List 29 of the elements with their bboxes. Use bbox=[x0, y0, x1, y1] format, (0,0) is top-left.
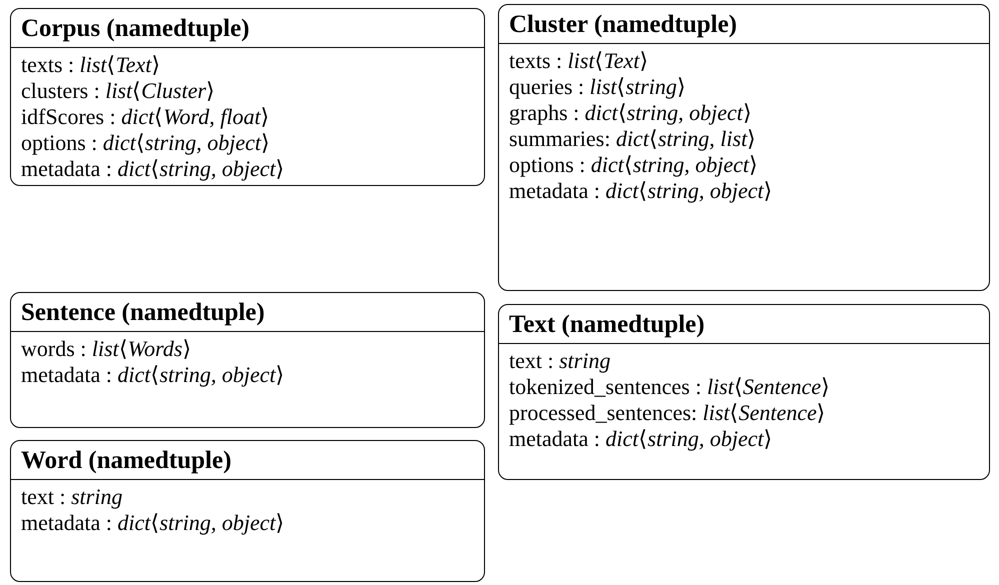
attribute-text: metadata : dict⟨string, object⟩ bbox=[509, 178, 774, 204]
class-name: Text (namedtuple) bbox=[499, 305, 989, 344]
attribute-text: summaries: dict⟨string, list⟩ bbox=[509, 126, 758, 152]
attribute-text: options : dict⟨string, object⟩ bbox=[21, 130, 272, 156]
class-box bbox=[10, 8, 485, 186]
attribute-text: queries : list⟨string⟩ bbox=[509, 74, 687, 100]
attribute-text: text : string bbox=[21, 484, 124, 510]
attribute-text: metadata : dict⟨string, object⟩ bbox=[21, 510, 286, 536]
attribute-text: text : string bbox=[509, 348, 612, 374]
attribute-text: processed_sentences: list⟨Sentence⟩ bbox=[509, 400, 827, 426]
class-name: Sentence (namedtuple) bbox=[11, 293, 484, 332]
attribute-text: metadata : dict⟨string, object⟩ bbox=[509, 426, 774, 452]
attribute-text: tokenized_sentences : list⟨Sentence⟩ bbox=[509, 374, 832, 400]
attribute-text: graphs : dict⟨string, object⟩ bbox=[509, 100, 753, 126]
attribute-text: texts : list⟨Text⟩ bbox=[509, 48, 650, 74]
attribute-text: clusters : list⟨Cluster⟩ bbox=[21, 78, 216, 104]
class-box bbox=[10, 440, 485, 582]
attribute-text: options : dict⟨string, object⟩ bbox=[509, 152, 760, 178]
class-name: Cluster (namedtuple) bbox=[499, 5, 989, 44]
class-box bbox=[498, 304, 990, 480]
class-name: Word (namedtuple) bbox=[11, 441, 484, 480]
attribute-text: texts : list⟨Text⟩ bbox=[21, 52, 162, 78]
attribute-text: metadata : dict⟨string, object⟩ bbox=[21, 156, 286, 182]
attribute-text: metadata : dict⟨string, object⟩ bbox=[21, 362, 286, 388]
class-box bbox=[498, 4, 990, 291]
attribute-text: idfScores : dict⟨Word, float⟩ bbox=[21, 104, 271, 130]
class-name: Corpus (namedtuple) bbox=[11, 9, 484, 48]
class-box bbox=[10, 292, 485, 428]
attribute-text: words : list⟨Words⟩ bbox=[21, 336, 192, 362]
